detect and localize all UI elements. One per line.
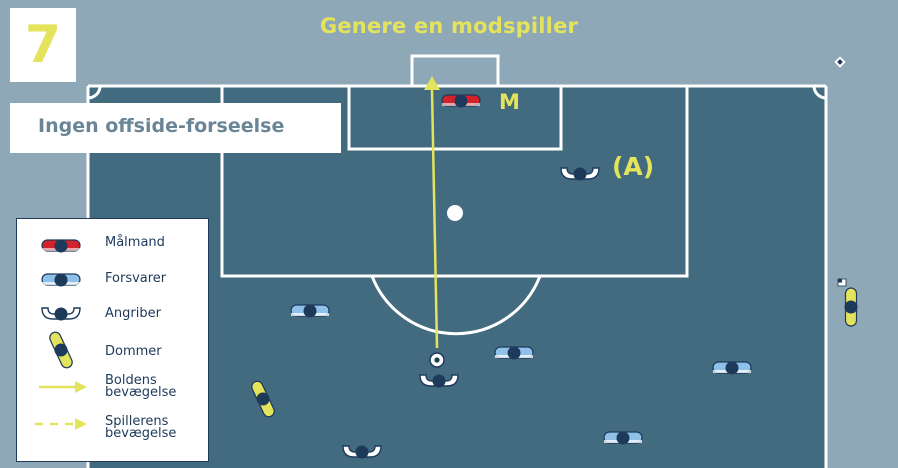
legend-referee-text: Dommer: [105, 344, 162, 359]
corner-flag: [834, 56, 846, 68]
legend-goalkeeper-icon: [41, 238, 81, 254]
legend-ball-movement-line1: Boldens: [105, 373, 157, 388]
penalty-arc: [370, 275, 542, 336]
goalkeeper-label: M: [499, 90, 520, 114]
attacker: [342, 444, 382, 460]
legend-dashed-arrow-icon: [35, 418, 87, 430]
step-number: 7: [24, 15, 62, 75]
penalty-spot: [447, 205, 463, 221]
attacker-label: (A): [612, 152, 655, 181]
ball-movement-arrow: [424, 76, 440, 349]
subtitle: Ingen offside-forseelse: [38, 115, 285, 137]
subtitle-box: Ingen offside-forseelse: [10, 103, 341, 153]
legend-solid-arrow-icon: [39, 381, 87, 393]
defender: [603, 430, 643, 446]
corner-arc-left: [87, 85, 102, 100]
legend-defender-icon: [41, 272, 81, 288]
diagram-title: Genere en modspiller: [319, 14, 579, 38]
ball: [429, 352, 445, 368]
defender: [494, 345, 534, 361]
corner-arc-right: [812, 85, 827, 100]
step-number-badge: 7: [10, 8, 76, 82]
legend-defender-text: Forsvarer: [105, 271, 167, 286]
legend-player-movement-line1: Spillerens: [105, 414, 169, 429]
legend-symbols: [35, 238, 87, 430]
legend-attacker-icon: [41, 306, 81, 322]
defender: [712, 360, 752, 376]
attacker: [419, 373, 459, 389]
legend-player-movement-line2: bevægelse: [105, 426, 177, 441]
legend: Målmand Forsvarer Angriber Dommer Bolden…: [16, 218, 209, 462]
legend-goalkeeper-text: Målmand: [105, 235, 165, 250]
goal: [410, 54, 500, 88]
legend-attacker-text: Angriber: [105, 306, 161, 321]
assistant-referee: [837, 278, 859, 327]
defender: [290, 303, 330, 319]
legend-ball-movement-line2: bevægelse: [105, 385, 177, 400]
attacker-a: [560, 166, 600, 182]
goalkeeper: [441, 93, 481, 109]
legend-referee-icon: [46, 329, 76, 371]
